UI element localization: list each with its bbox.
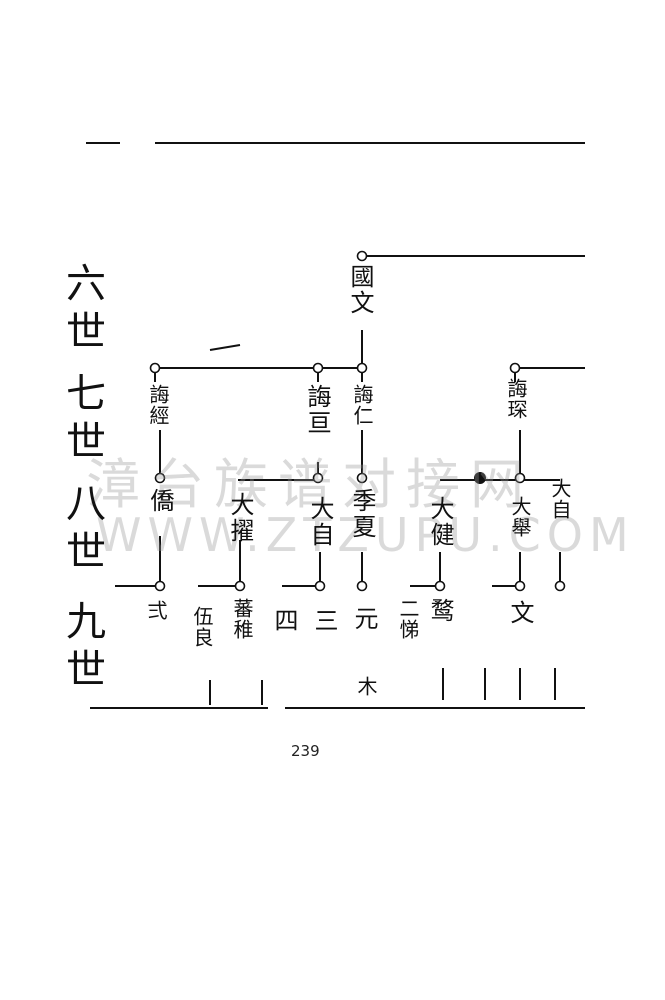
name-dazichu: 大自 [548, 478, 572, 520]
name-wuliang: 伍良 [190, 606, 214, 648]
name-dajian: 大健 [426, 496, 454, 548]
name-dazi: 大自 [306, 496, 334, 548]
name-jiu: 鹜 [426, 598, 454, 624]
name-jixia: 季夏 [348, 488, 376, 540]
watermark-url: WWW.ZTZUPU.COM [96, 508, 635, 562]
watermark-text: 漳台族谱对接网 [86, 453, 534, 516]
name-erdi: 二悌 [396, 598, 420, 640]
name-wen: 文 [506, 600, 534, 626]
name-er: 弍 [144, 600, 168, 621]
name-mu: 木 [354, 676, 378, 697]
generation-6: 六世 [59, 262, 105, 358]
name-guowen: 國文 [346, 264, 374, 316]
name-dazhuo: 大擢 [226, 492, 254, 544]
name-huiren: 誨仁 [350, 384, 374, 426]
page-number: 239 [291, 742, 320, 760]
generation-9: 九世 [59, 600, 105, 696]
name-qiao: 僑 [146, 488, 174, 514]
name-yuan: 元 [350, 606, 378, 632]
name-san: 三 [310, 608, 338, 634]
generation-8: 八世 [59, 482, 105, 578]
name-daju: 大舉 [508, 496, 532, 538]
generation-7: 七世 [59, 372, 105, 468]
name-huili: 誨亘 [303, 384, 331, 436]
name-huishen: 誨琛 [504, 378, 528, 420]
name-si: 四 [270, 608, 298, 634]
name-huijing: 誨經 [146, 384, 170, 426]
name-fanzhi: 蕃稚 [230, 598, 254, 640]
